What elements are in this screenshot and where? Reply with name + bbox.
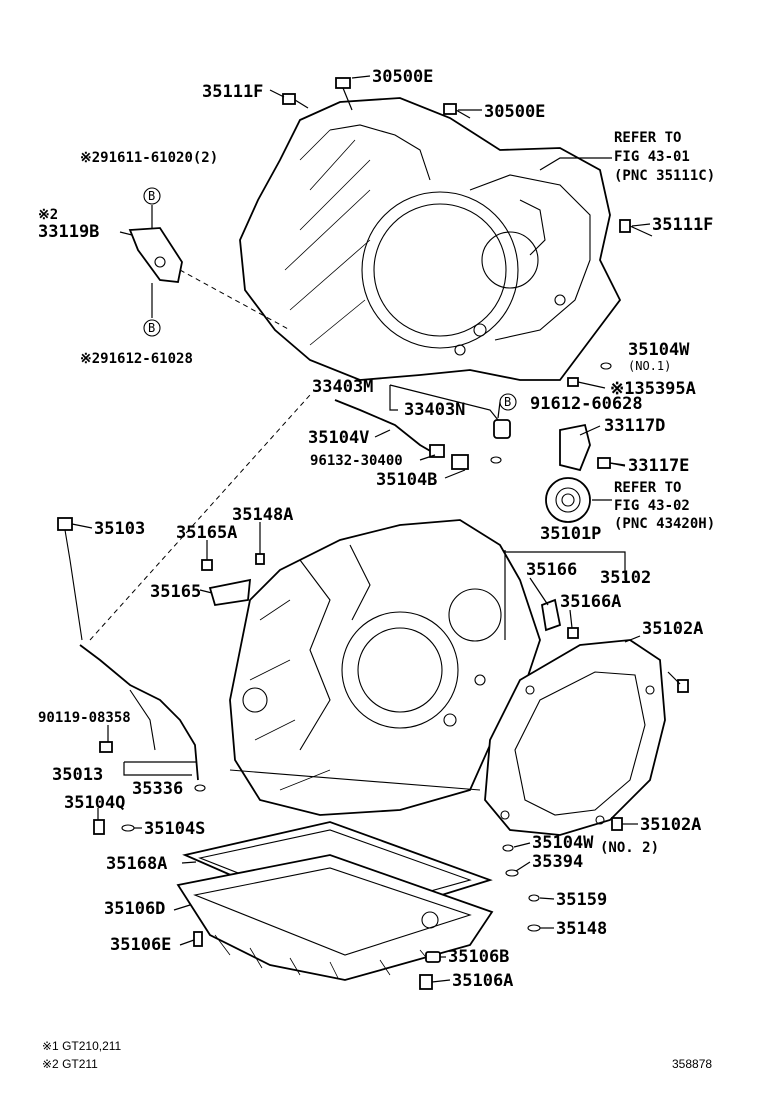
callout-35104W-no2: 35104W bbox=[532, 833, 594, 853]
bolt-35395A[interactable] bbox=[567, 377, 606, 389]
callout-35166: 35166 bbox=[526, 560, 577, 580]
callout-35148: 35148 bbox=[556, 919, 607, 939]
callout-35102A-bottom: 35102A bbox=[640, 815, 701, 835]
callout-30500E-top: 30500E bbox=[372, 67, 433, 87]
plate-35165[interactable] bbox=[208, 578, 252, 607]
callout-35102: 35102 bbox=[600, 568, 651, 588]
callout-35104W-no2-sub: (NO. 2) bbox=[600, 840, 659, 856]
bolt-90119[interactable] bbox=[99, 741, 113, 753]
ring-35159[interactable] bbox=[528, 894, 540, 902]
callout-35104B: 35104B bbox=[376, 470, 437, 490]
pin-35148[interactable] bbox=[527, 924, 541, 932]
callout-35395A: ※135395A bbox=[610, 379, 696, 399]
callout-35106D: 35106D bbox=[104, 899, 165, 919]
bolt-35111F-top[interactable] bbox=[282, 93, 309, 109]
bolt-marker-bottom: B bbox=[148, 321, 155, 335]
callout-35336: 35336 bbox=[132, 779, 183, 799]
callout-35111F-right: 35111F bbox=[652, 215, 713, 235]
callout-35111F-top: 35111F bbox=[202, 82, 263, 102]
bolt-35166A[interactable] bbox=[567, 627, 579, 639]
bolt-35111F-right[interactable] bbox=[619, 219, 653, 237]
plug-35104S[interactable] bbox=[121, 824, 135, 832]
callout-note2-mark: ※2 bbox=[38, 207, 58, 223]
bolt-35106E[interactable] bbox=[193, 931, 203, 947]
bolt-35102A-bottom[interactable] bbox=[611, 817, 623, 831]
side-cover-35102[interactable] bbox=[484, 639, 666, 836]
callout-35159: 35159 bbox=[556, 890, 607, 910]
callout-35394: 35394 bbox=[532, 852, 583, 872]
pin-35148A[interactable] bbox=[255, 553, 265, 565]
hose-35104V[interactable] bbox=[334, 399, 433, 453]
callout-35166A: 35166A bbox=[560, 592, 621, 612]
refer-fig-43-01-line2: FIG 43-01 bbox=[614, 149, 690, 165]
callout-33117D: 33117D bbox=[604, 416, 665, 436]
callout-91612: 91612-60628 bbox=[530, 394, 643, 414]
callout-35103: 35103 bbox=[94, 519, 145, 539]
bolt-marker-circle-mid bbox=[499, 393, 517, 411]
callout-33117E: 33117E bbox=[628, 456, 689, 476]
refer-fig-43-02-line2: FIG 43-02 bbox=[614, 498, 690, 514]
plug-33403N[interactable] bbox=[490, 419, 511, 464]
plug-35104Q[interactable] bbox=[93, 819, 105, 835]
bolt-35165A[interactable] bbox=[201, 559, 213, 571]
callout-35104V: 35104V bbox=[308, 428, 369, 448]
bolt-marker-top: B bbox=[148, 189, 155, 203]
callout-291611: ※291611-61020(2) bbox=[80, 150, 218, 166]
callout-35165: 35165 bbox=[150, 582, 201, 602]
oil-pan-35106D[interactable] bbox=[176, 854, 494, 981]
converter-housing[interactable] bbox=[239, 97, 622, 381]
bolt-30500E-mid[interactable] bbox=[443, 103, 471, 119]
callout-35168A: 35168A bbox=[106, 854, 167, 874]
callout-35104W-no1: 35104W bbox=[628, 340, 690, 360]
callout-30500E-mid: 30500E bbox=[484, 102, 545, 122]
diagram-number: 358878 bbox=[672, 1057, 712, 1071]
bolt-30500E-top[interactable] bbox=[335, 77, 353, 111]
footnote-1: ※1 GT210,211 bbox=[42, 1039, 122, 1053]
plug-35104W-no1[interactable] bbox=[600, 362, 612, 370]
footnote-2: ※2 GT211 bbox=[42, 1057, 98, 1071]
refer-fig-43-01-line3: (PNC 35111C) bbox=[614, 168, 715, 184]
callout-35102A-top: 35102A bbox=[642, 619, 703, 639]
bolt-marker-circle-bottom bbox=[143, 319, 161, 337]
callout-90119: 90119-08358 bbox=[38, 710, 131, 726]
callout-35013: 35013 bbox=[52, 765, 103, 785]
bracket-33119B[interactable] bbox=[128, 227, 183, 283]
plug-35106A[interactable] bbox=[419, 974, 433, 990]
plug-35104W-no2[interactable] bbox=[502, 844, 514, 852]
callout-35104W-no1-sub: (NO.1) bbox=[628, 359, 671, 373]
callout-35104Q: 35104Q bbox=[64, 793, 125, 813]
leader-lines bbox=[71, 75, 651, 983]
callout-33119B: 33119B bbox=[38, 222, 99, 242]
dipstick-tube-35013[interactable] bbox=[79, 644, 199, 781]
strainer-35394[interactable] bbox=[505, 869, 519, 877]
o-ring-35336[interactable] bbox=[194, 784, 206, 792]
dipstick-35103[interactable] bbox=[57, 517, 83, 641]
plate-33117D[interactable] bbox=[559, 423, 591, 472]
refer-fig-43-02-line3: (PNC 43420H) bbox=[614, 516, 715, 532]
callout-35104S: 35104S bbox=[144, 819, 205, 839]
bolt-marker-mid: B bbox=[504, 395, 511, 409]
callout-35106E: 35106E bbox=[110, 935, 171, 955]
bolt-marker-circle-top bbox=[143, 187, 161, 205]
callout-33403N: 33403N bbox=[404, 400, 465, 420]
oil-seal-43420H[interactable] bbox=[545, 477, 591, 523]
bolt-35102A-top[interactable] bbox=[667, 671, 689, 693]
callout-35165A: 35165A bbox=[176, 523, 237, 543]
callout-35106B: 35106B bbox=[448, 947, 509, 967]
callout-33403M: 33403M bbox=[312, 377, 373, 397]
callout-35148A: 35148A bbox=[232, 505, 293, 525]
refer-fig-43-02-line1: REFER TO bbox=[614, 480, 681, 496]
plate-35166[interactable] bbox=[540, 598, 562, 632]
magnet-35106B[interactable] bbox=[425, 951, 441, 963]
callout-35101P: 35101P bbox=[540, 524, 601, 544]
callout-96132: 96132-30400 bbox=[310, 453, 403, 469]
union-96132[interactable] bbox=[429, 444, 469, 470]
callout-35106A: 35106A bbox=[452, 971, 513, 991]
refer-fig-43-01-line1: REFER TO bbox=[614, 130, 681, 146]
callout-291612: ※291612-61028 bbox=[80, 351, 193, 367]
